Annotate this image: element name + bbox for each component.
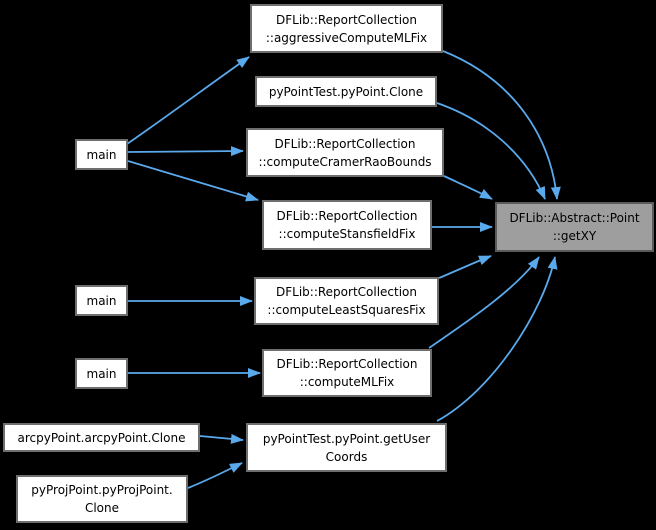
node-compute-stansfield-fix[interactable]: DFLib::ReportCollection ::computeStansfi… (262, 200, 432, 250)
node-pyproj-clone[interactable]: pyProjPoint.pyProjPoint. Clone (16, 475, 188, 523)
edge-get-user-coords-getxy (436, 256, 558, 422)
edge-main-1-compute-stansfield-fix (127, 160, 259, 202)
node-compute-least-squares-fix[interactable]: DFLib::ReportCollection ::computeLeastSq… (254, 277, 439, 325)
edge-compute-mlfix-getxy (428, 256, 540, 349)
edge-arcpy-clone-get-user-coords (199, 433, 244, 444)
node-pypoint-clone[interactable]: pyPointTest.pyPoint.Clone (255, 76, 437, 107)
node-aggressive-compute-mlfix[interactable]: DFLib::ReportCollection ::aggressiveComp… (250, 4, 443, 53)
edge-aggressive-compute-mlfix-getxy (442, 50, 561, 200)
node-get-user-coords[interactable]: pyPointTest.pyPoint.getUser Coords (246, 423, 447, 472)
node-main-1[interactable]: main (75, 139, 128, 170)
node-main-3[interactable]: main (75, 358, 128, 389)
edge-compute-least-squares-fix-getxy (438, 255, 492, 279)
edge-main-1-compute-cramer-rao-bounds (127, 146, 244, 157)
edge-main-1-aggressive-compute-mlfix (126, 56, 250, 145)
edge-pyproj-clone-get-user-coords (187, 462, 243, 489)
edge-pypoint-clone-getxy (436, 102, 546, 200)
node-arcpy-clone[interactable]: arcpyPoint.arcpyPoint.Clone (3, 423, 200, 452)
node-compute-mlfix[interactable]: DFLib::ReportCollection ::computeMLFix (262, 349, 432, 397)
node-main-2[interactable]: main (75, 285, 128, 316)
node-compute-cramer-rao-bounds[interactable]: DFLib::ReportCollection ::computeCramerR… (246, 128, 444, 177)
node-getxy: DFLib::Abstract::Point ::getXY (495, 202, 654, 252)
edge-compute-cramer-rao-bounds-getxy (443, 175, 493, 200)
